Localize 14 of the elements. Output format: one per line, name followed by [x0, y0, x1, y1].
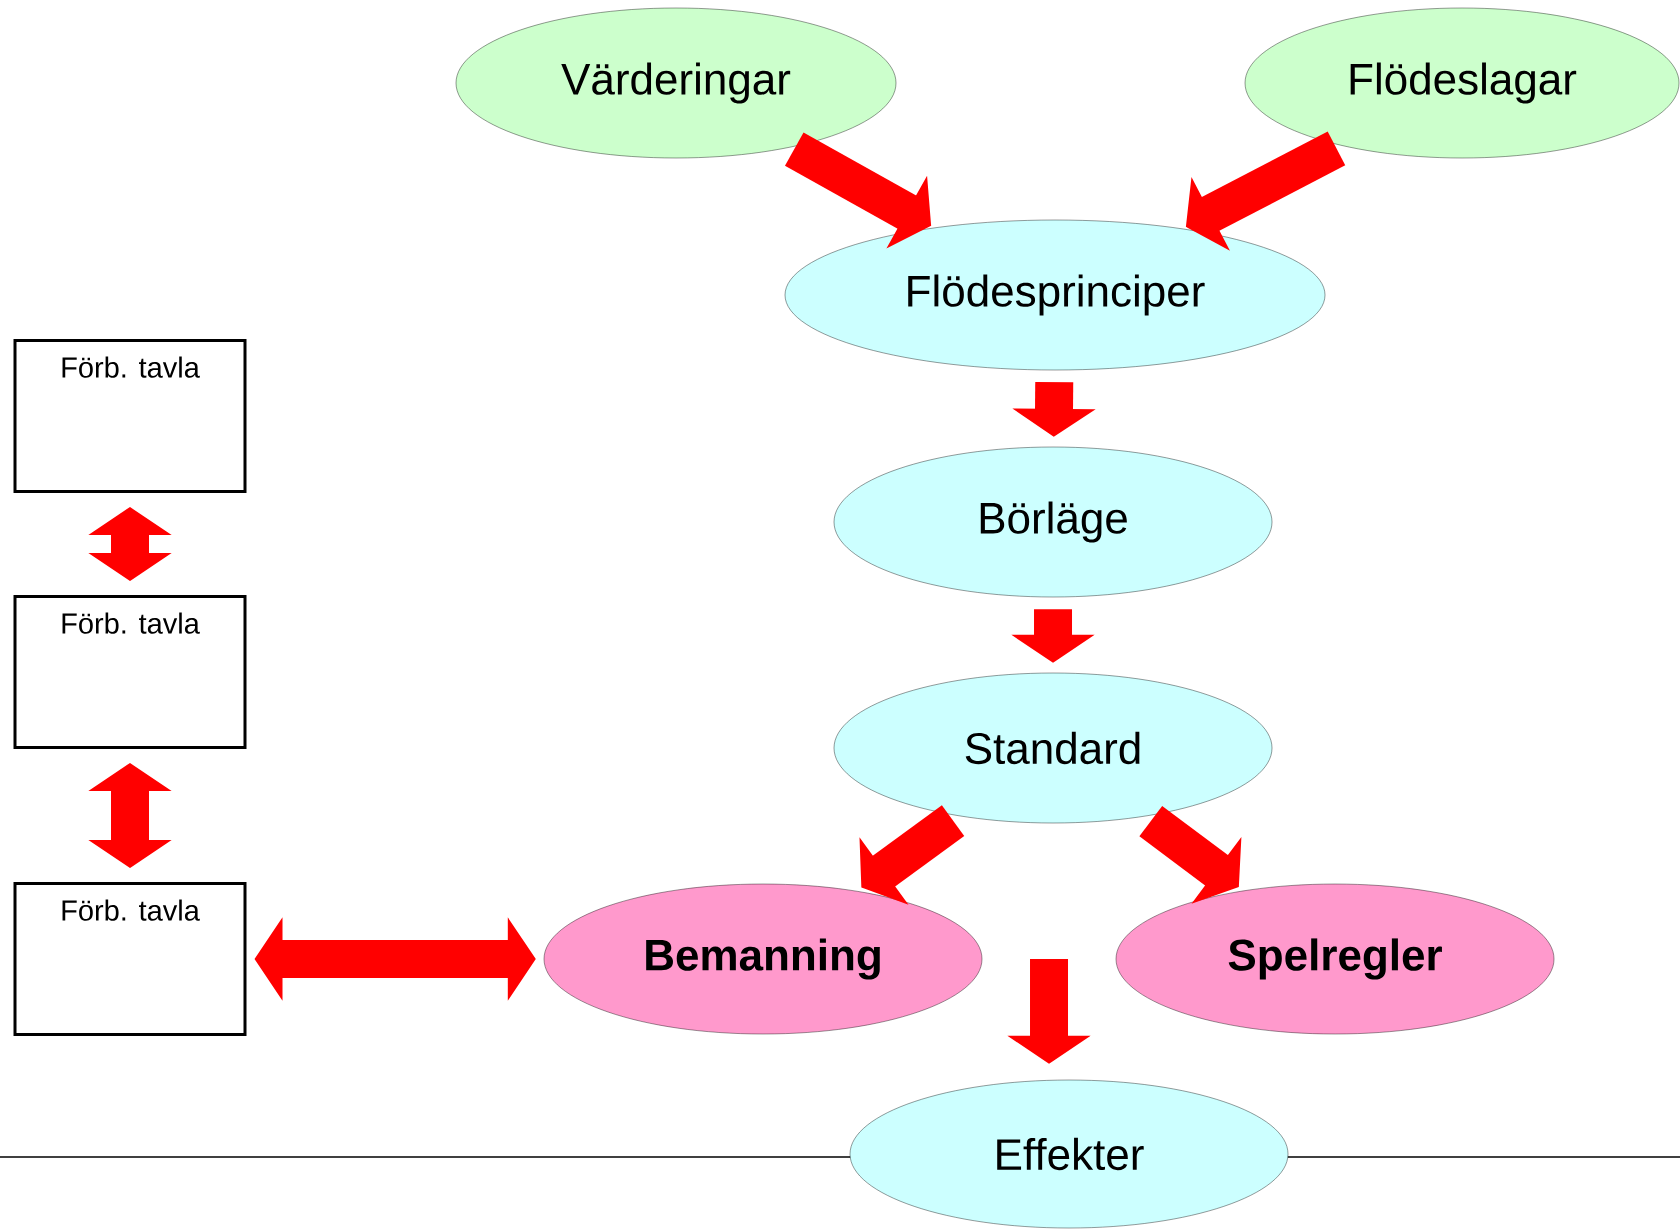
ellipse-node: Bemanning — [543, 883, 983, 1035]
ellipse-node: Standard — [833, 672, 1273, 824]
board-box: Förb. tavla — [13, 882, 247, 1036]
ellipse-node: Börläge — [833, 446, 1273, 598]
ellipse-node: Spelregler — [1115, 883, 1555, 1035]
block-arrow — [88, 507, 172, 581]
ellipse-node: Effekter — [849, 1079, 1289, 1229]
ellipse-node: Flödesprinciper — [784, 219, 1326, 371]
block-arrow — [859, 805, 965, 905]
ellipse-node: Värderingar — [455, 7, 897, 159]
board-box: Förb. tavla — [13, 339, 247, 493]
ellipse-node: Flödeslagar — [1244, 7, 1680, 159]
block-arrow — [88, 763, 172, 868]
board-box: Förb. tavla — [13, 595, 247, 749]
